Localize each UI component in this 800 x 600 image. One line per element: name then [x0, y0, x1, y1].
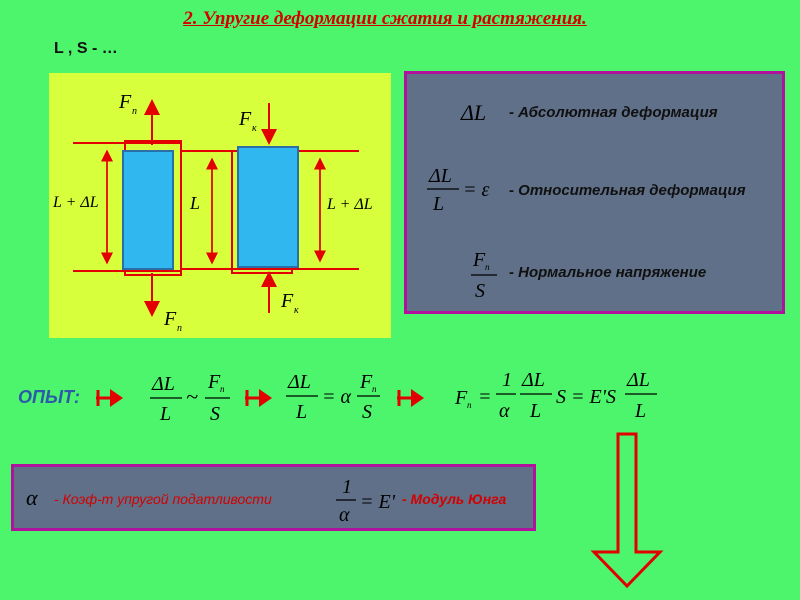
down-arrow-icon [590, 432, 664, 589]
svg-text:α: α [339, 504, 350, 526]
young-modulus-panel: α - Коэф-т упругой податливости 1 α = E'… [11, 464, 536, 531]
compressed-specimen [237, 146, 299, 268]
svg-text:ΔL: ΔL [521, 369, 545, 391]
young-definition-formula: 1 α = E' [336, 476, 396, 526]
svg-text:L: L [529, 400, 541, 422]
definitions-panel: ΔL - Абсолютная деформация ΔL L = ε - От… [404, 71, 785, 314]
step-arrow-2-icon [245, 389, 272, 407]
alpha-formula: ΔL L = α F n S [286, 371, 380, 423]
force-label-bottom-right: F [280, 290, 294, 312]
svg-text:F: F [454, 387, 468, 409]
svg-text:L: L [295, 401, 307, 423]
alpha-symbol: α [26, 485, 38, 510]
svg-text:1: 1 [502, 369, 512, 391]
svg-text:n: n [485, 262, 490, 272]
abs-deformation-formula: ΔL [460, 100, 486, 125]
deformation-diagram-panel: F n F к F n F к L + ΔL L L + ΔL [49, 73, 391, 338]
svg-text:n: n [372, 384, 377, 394]
svg-text:α: α [499, 400, 510, 422]
svg-text:= E': = E' [360, 491, 396, 513]
step-arrow-3-icon [397, 389, 424, 407]
proportionality-formula: ΔL L ~ F n S [150, 371, 230, 425]
length-label-right: L + ΔL [326, 196, 373, 213]
experiment-label: ОПЫТ: [18, 387, 80, 407]
force-label-top-right: F [238, 108, 252, 130]
force-label-bottom-left: F [163, 308, 177, 330]
svg-text:L: L [159, 403, 171, 425]
rel-deformation-text: - Относительная деформация [509, 182, 746, 199]
young-formula: F n = 1 α ΔL L S = E'S ΔL L [454, 369, 657, 422]
svg-text:S: S [362, 401, 372, 423]
svg-text:ΔL: ΔL [626, 369, 650, 391]
svg-text:~: ~ [186, 384, 198, 409]
svg-text:F: F [207, 371, 221, 393]
svg-text:F: F [472, 249, 486, 271]
svg-text:ΔL: ΔL [151, 373, 175, 395]
experiment-formulas: ΔL L ~ F n S ΔL L = α F n S F n = 1 α ΔL… [96, 369, 657, 425]
coef-text: - Коэф-т упругой податливости [54, 491, 272, 507]
svg-text:L: L [634, 400, 646, 422]
normal-stress-formula: F n S [471, 249, 497, 302]
young-text: - Модуль Юнга [402, 491, 507, 507]
svg-text:S: S [210, 403, 220, 425]
svg-text:= α: = α [322, 386, 351, 408]
svg-text:=: = [478, 386, 492, 408]
length-label-left: L + ΔL [52, 194, 99, 211]
normal-stress-text: - Нормальное напряжение [509, 264, 707, 281]
svg-text:ΔL: ΔL [287, 371, 311, 393]
svg-text:к: к [252, 123, 257, 134]
length-label-middle: L [189, 193, 200, 213]
svg-text:n: n [177, 323, 182, 334]
svg-text:n: n [220, 384, 225, 394]
variables-label: L , S - … [54, 40, 118, 57]
svg-text:ΔL: ΔL [460, 100, 486, 125]
svg-text:n: n [467, 400, 472, 410]
svg-text:L: L [432, 193, 444, 215]
deformation-diagram: F n F к F n F к L + ΔL L L + ΔL [52, 91, 373, 334]
svg-text:F: F [359, 371, 373, 393]
svg-text:n: n [132, 106, 137, 117]
page-title: 2. Упругие деформации сжатия и растяжени… [183, 8, 587, 29]
svg-text:1: 1 [342, 476, 352, 498]
abs-deformation-text: - Абсолютная деформация [509, 104, 718, 121]
svg-text:S: S [475, 280, 485, 302]
svg-text:S = E'S: S = E'S [556, 386, 616, 408]
svg-text:ΔL: ΔL [428, 165, 452, 187]
rel-deformation-formula: ΔL L = ε [427, 165, 489, 215]
svg-text:к: к [294, 305, 299, 316]
stretched-specimen [122, 150, 174, 270]
step-arrow-1-icon [96, 389, 123, 407]
svg-text:= ε: = ε [463, 179, 489, 201]
force-label-top-left: F [118, 91, 132, 113]
